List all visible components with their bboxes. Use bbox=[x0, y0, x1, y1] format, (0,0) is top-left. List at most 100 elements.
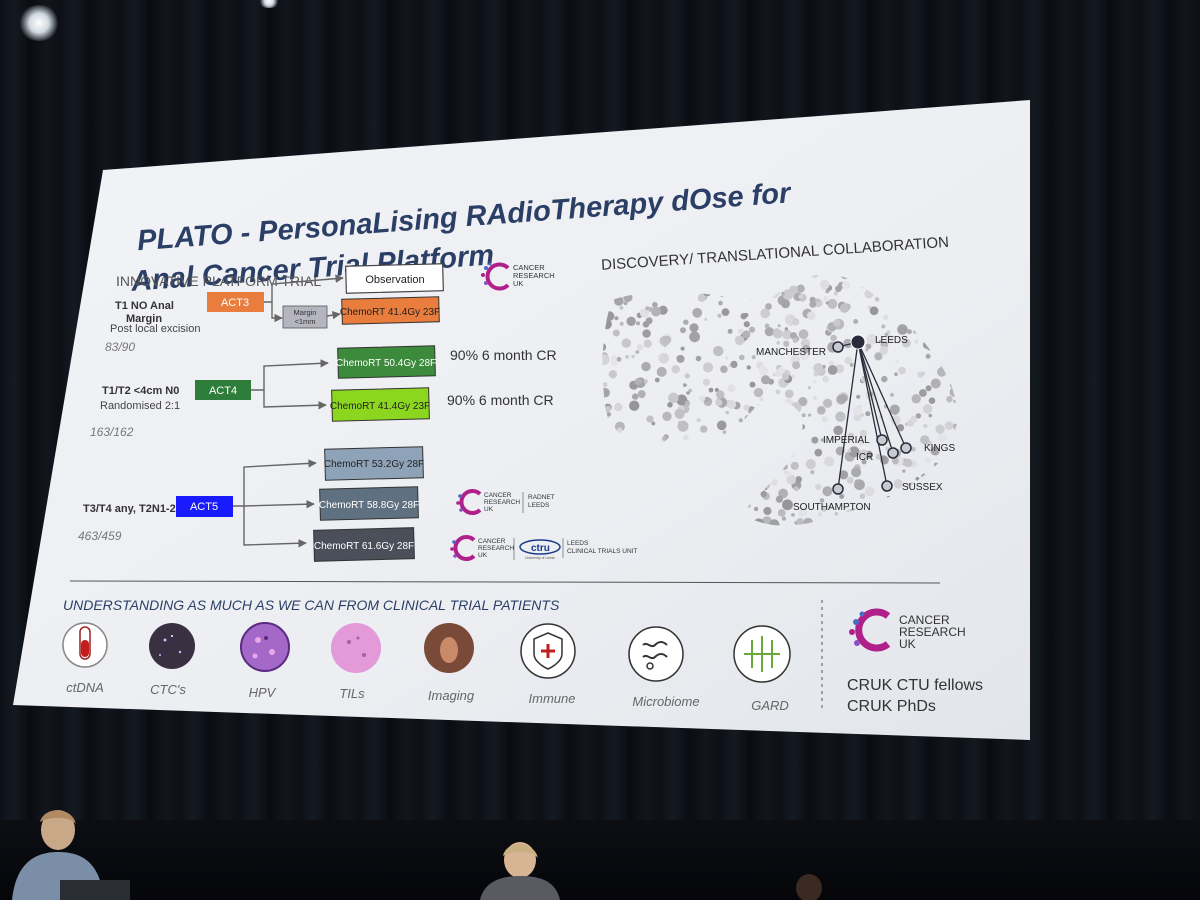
act5-arm3-box bbox=[313, 527, 415, 562]
map-dot bbox=[819, 498, 825, 503]
map-dot bbox=[643, 379, 648, 384]
map-dot bbox=[636, 344, 644, 351]
act5-arm2-box bbox=[319, 486, 419, 521]
map-dot bbox=[944, 421, 954, 430]
map-dot bbox=[738, 418, 743, 423]
map-dot bbox=[885, 334, 894, 344]
map-dot bbox=[683, 383, 687, 387]
act4-result2: 90% 6 month CR bbox=[447, 392, 554, 408]
map-dot bbox=[835, 411, 846, 422]
map-dot bbox=[704, 396, 710, 403]
map-dot bbox=[935, 424, 945, 434]
map-dot bbox=[815, 298, 820, 304]
map-dot bbox=[611, 355, 617, 362]
map-dot bbox=[859, 449, 869, 459]
map-dot bbox=[846, 476, 854, 484]
map-dot bbox=[790, 461, 799, 470]
map-dot bbox=[802, 344, 811, 354]
act5-arm3-label: ChemoRT 61.6Gy 28F bbox=[314, 541, 414, 552]
map-dot bbox=[725, 356, 729, 360]
map-dot bbox=[830, 334, 837, 342]
map-dot bbox=[814, 448, 823, 457]
act5-label: ACT5 bbox=[190, 501, 218, 513]
map-dot bbox=[725, 410, 730, 415]
map-dot bbox=[698, 395, 706, 402]
map-dot bbox=[810, 470, 815, 475]
map-dot bbox=[791, 513, 795, 517]
ctru-logo-subtext: University of Leeds bbox=[525, 556, 555, 560]
slide-screen bbox=[13, 100, 1030, 740]
map-dot bbox=[817, 512, 822, 517]
map-dot bbox=[910, 446, 916, 452]
map-dot bbox=[808, 413, 812, 417]
map-dot bbox=[680, 327, 686, 334]
map-dot bbox=[667, 402, 673, 408]
map-dot bbox=[901, 338, 911, 348]
map-dot bbox=[861, 459, 867, 465]
map-dot bbox=[859, 493, 866, 499]
act5-arm1-label: ChemoRT 53.2Gy 28F bbox=[324, 459, 424, 470]
map-dot bbox=[775, 389, 781, 395]
map-dot bbox=[682, 434, 689, 441]
act5-cohort: T3/T4 any, T2N1-2 bbox=[83, 503, 176, 515]
map-node-sussex bbox=[881, 480, 893, 492]
map-dot bbox=[812, 380, 817, 384]
map-dot bbox=[930, 378, 941, 389]
trial-flow: INNOVATIVE PLATFORM TRIAL T1 NO Anal Mar… bbox=[78, 263, 557, 562]
panelist-right bbox=[796, 874, 822, 900]
act3-cohort-line3: Post local excision bbox=[110, 323, 201, 335]
cruk-logo-large-line1: CANCER bbox=[899, 613, 950, 627]
map-dot bbox=[632, 393, 639, 400]
map-dot bbox=[828, 360, 835, 366]
map-dot bbox=[608, 370, 618, 379]
panelist-left bbox=[12, 810, 130, 900]
map-dot bbox=[915, 413, 922, 419]
cruk-logo-mark bbox=[450, 535, 476, 561]
map-dot bbox=[654, 377, 660, 383]
map-dot bbox=[668, 392, 679, 404]
map-dot bbox=[629, 400, 640, 411]
map-dot bbox=[821, 507, 827, 512]
map-dot bbox=[856, 394, 861, 399]
map-dot bbox=[612, 329, 620, 337]
map-dot bbox=[894, 372, 898, 377]
map-dot bbox=[798, 397, 808, 407]
map-dot bbox=[783, 340, 790, 347]
map-dot bbox=[893, 479, 903, 489]
map-dot bbox=[748, 406, 754, 412]
cruk-logo-top: CANCER RESEARCH UK bbox=[481, 262, 555, 291]
map-dot bbox=[727, 400, 737, 409]
map-dot bbox=[751, 355, 756, 360]
map-dot bbox=[827, 365, 838, 375]
map-dot bbox=[636, 321, 641, 326]
radnet-line2: LEEDS bbox=[528, 502, 550, 509]
map-node-imperial bbox=[876, 434, 888, 446]
map-dot bbox=[817, 406, 826, 415]
map-dot bbox=[807, 386, 812, 390]
act3-cohort-line1: T1 NO Anal bbox=[115, 300, 174, 312]
map-dot bbox=[919, 389, 927, 397]
act5-box bbox=[176, 496, 233, 517]
cruk-logo-ctru-line3: UK bbox=[478, 552, 488, 559]
map-dot bbox=[782, 499, 793, 511]
map-dot bbox=[946, 395, 953, 403]
map-dot bbox=[692, 307, 703, 318]
act4-arm1-box bbox=[337, 345, 436, 379]
map-dot bbox=[758, 365, 769, 376]
map-dot bbox=[809, 296, 816, 303]
icon-label-ctcs: CTC's bbox=[150, 682, 186, 697]
cruk-radnet-logo: CANCER RESEARCH UK RADNET LEEDS bbox=[456, 489, 555, 515]
map-dot bbox=[925, 353, 931, 359]
map-dot bbox=[619, 321, 624, 326]
map-dot bbox=[859, 441, 864, 446]
map-dot bbox=[844, 356, 853, 365]
ctru-logo: ctru University of Leeds bbox=[519, 539, 561, 560]
map-dot bbox=[646, 415, 654, 423]
map-label-southampton: SOUTHAMPTON bbox=[793, 502, 871, 513]
map-dot bbox=[671, 365, 680, 374]
map-dot bbox=[742, 330, 751, 339]
map-dot bbox=[896, 424, 905, 432]
map-dot bbox=[769, 519, 780, 526]
map-dot bbox=[737, 328, 744, 334]
map-dot bbox=[743, 321, 750, 328]
